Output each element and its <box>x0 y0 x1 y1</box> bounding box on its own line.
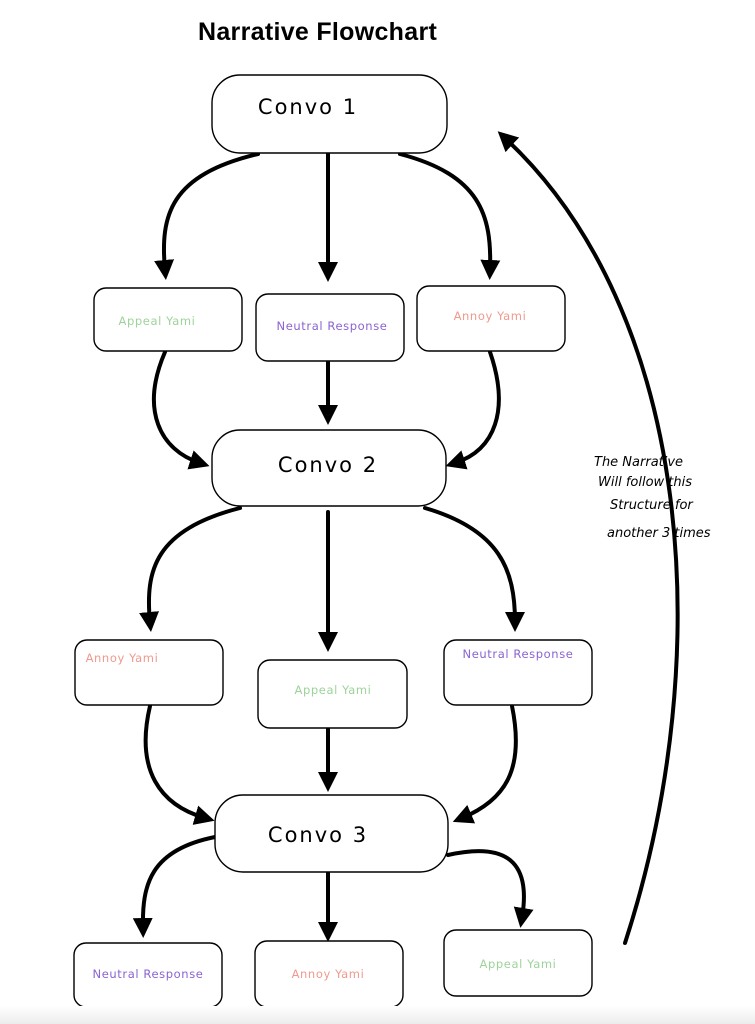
edge-neutral-to-convo3 <box>452 704 518 824</box>
response-node-row1-2: Neutral Response <box>255 293 405 362</box>
edge-convo1-to-annoy <box>398 152 501 280</box>
response-node-row2-3: Neutral Response <box>443 639 593 706</box>
response-label: Annoy Yami <box>292 967 365 981</box>
edge-appeal-to-convo2 <box>151 350 210 470</box>
response-label: Appeal Yami <box>119 314 196 328</box>
response-node-row1-3: Annoy Yami <box>416 285 566 352</box>
edge-convo1-to-appeal <box>154 152 260 280</box>
edge-annoy-to-convo3 <box>143 704 215 825</box>
response-label: Appeal Yami <box>295 683 372 697</box>
response-node-row2-2: Appeal Yami <box>257 659 408 729</box>
response-node-row3-3: Appeal Yami <box>443 929 593 997</box>
edge-convo3-to-neutral <box>132 835 217 938</box>
note-line-3: Structure for <box>610 498 694 513</box>
edge-convo2-to-annoy <box>139 506 242 632</box>
page-bottom-edge <box>0 1006 755 1024</box>
edge-convo3-to-appeal <box>446 849 534 928</box>
response-label: Neutral Response <box>277 319 388 333</box>
edge-convo2-to-neutral <box>423 506 525 632</box>
edges <box>132 131 680 945</box>
note-line-2: Will follow this <box>598 475 692 490</box>
response-node-row3-1: Neutral Response <box>73 942 223 1008</box>
convo-label: Convo 2 <box>278 453 378 477</box>
response-node-row1-1: Appeal Yami <box>93 287 243 352</box>
loop-back-arrow <box>497 131 680 945</box>
convo-label: Convo 3 <box>268 823 368 847</box>
note-line-1: The Narrative <box>594 455 683 470</box>
convo-node-1: Convo 1 <box>211 74 448 154</box>
response-node-row3-2: Annoy Yami <box>254 940 404 1008</box>
response-node-row2-1: Annoy Yami <box>74 639 224 706</box>
response-label: Annoy Yami <box>86 651 159 665</box>
response-label: Annoy Yami <box>454 309 527 323</box>
page-title: Narrative Flowchart <box>198 18 438 46</box>
loop-note: The Narrative Will follow this Structure… <box>594 455 711 541</box>
convo-node-3: Convo 3 <box>214 794 449 873</box>
response-label: Neutral Response <box>93 967 204 981</box>
convo-label: Convo 1 <box>258 95 358 119</box>
edge-annoy-to-convo2 <box>445 350 501 470</box>
response-label: Neutral Response <box>463 647 574 661</box>
response-label: Appeal Yami <box>480 957 557 971</box>
convo-node-2: Convo 2 <box>211 429 447 507</box>
note-line-4: another 3 times <box>607 526 711 541</box>
